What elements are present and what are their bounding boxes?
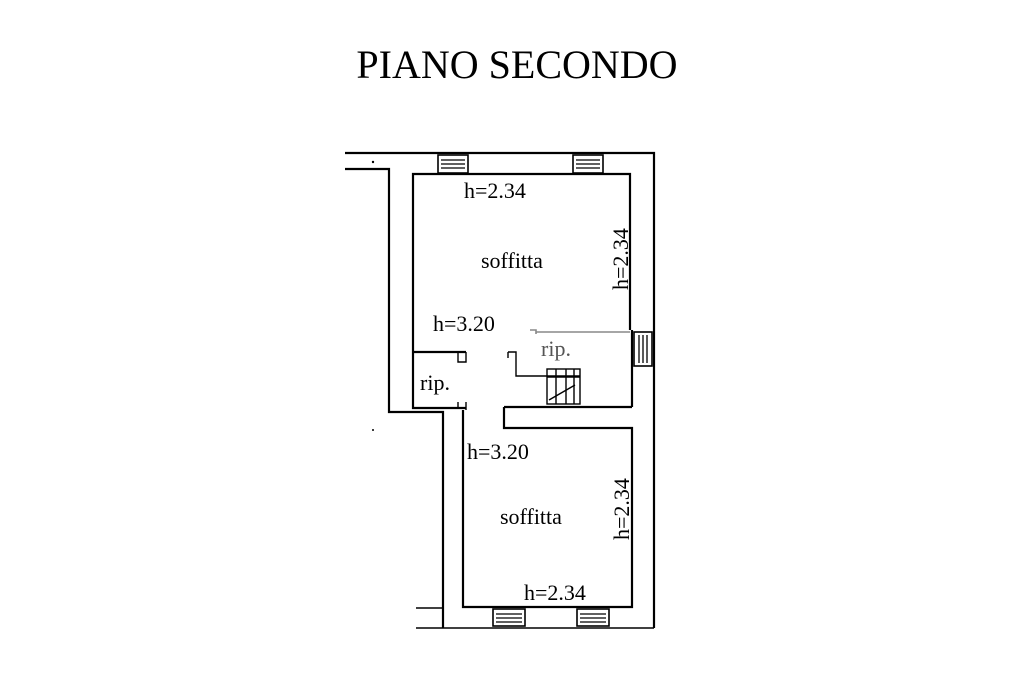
window-bottom-right <box>576 608 610 627</box>
left-closet-walls <box>411 350 467 410</box>
upper-room-height-low: h=3.20 <box>433 311 495 336</box>
closet-right-label: rip. <box>541 336 571 361</box>
window-top-left <box>437 154 469 174</box>
lower-room-height-right: h=2.34 <box>609 478 634 540</box>
upper-room-height-top: h=2.34 <box>464 178 526 203</box>
outer-walls <box>345 151 656 629</box>
plan-title: PIANO SECONDO <box>356 42 677 87</box>
window-right-side <box>633 331 653 367</box>
closet-left-label: rip. <box>420 370 450 395</box>
window-top-right <box>572 154 604 174</box>
upper-room-walls <box>411 172 634 407</box>
lower-room-height-bottom: h=2.34 <box>524 580 586 605</box>
upper-room-height-right: h=2.34 <box>608 228 633 290</box>
partition-wall <box>507 329 630 377</box>
mark-dot <box>372 429 374 431</box>
mark-dot <box>371 160 375 164</box>
lower-room-walls <box>461 405 634 609</box>
lower-room-height-top: h=3.20 <box>467 439 529 464</box>
staircase <box>546 368 581 405</box>
upper-room-name: soffitta <box>481 248 543 273</box>
window-bottom-left <box>492 608 526 627</box>
lower-room-name: soffitta <box>500 504 562 529</box>
